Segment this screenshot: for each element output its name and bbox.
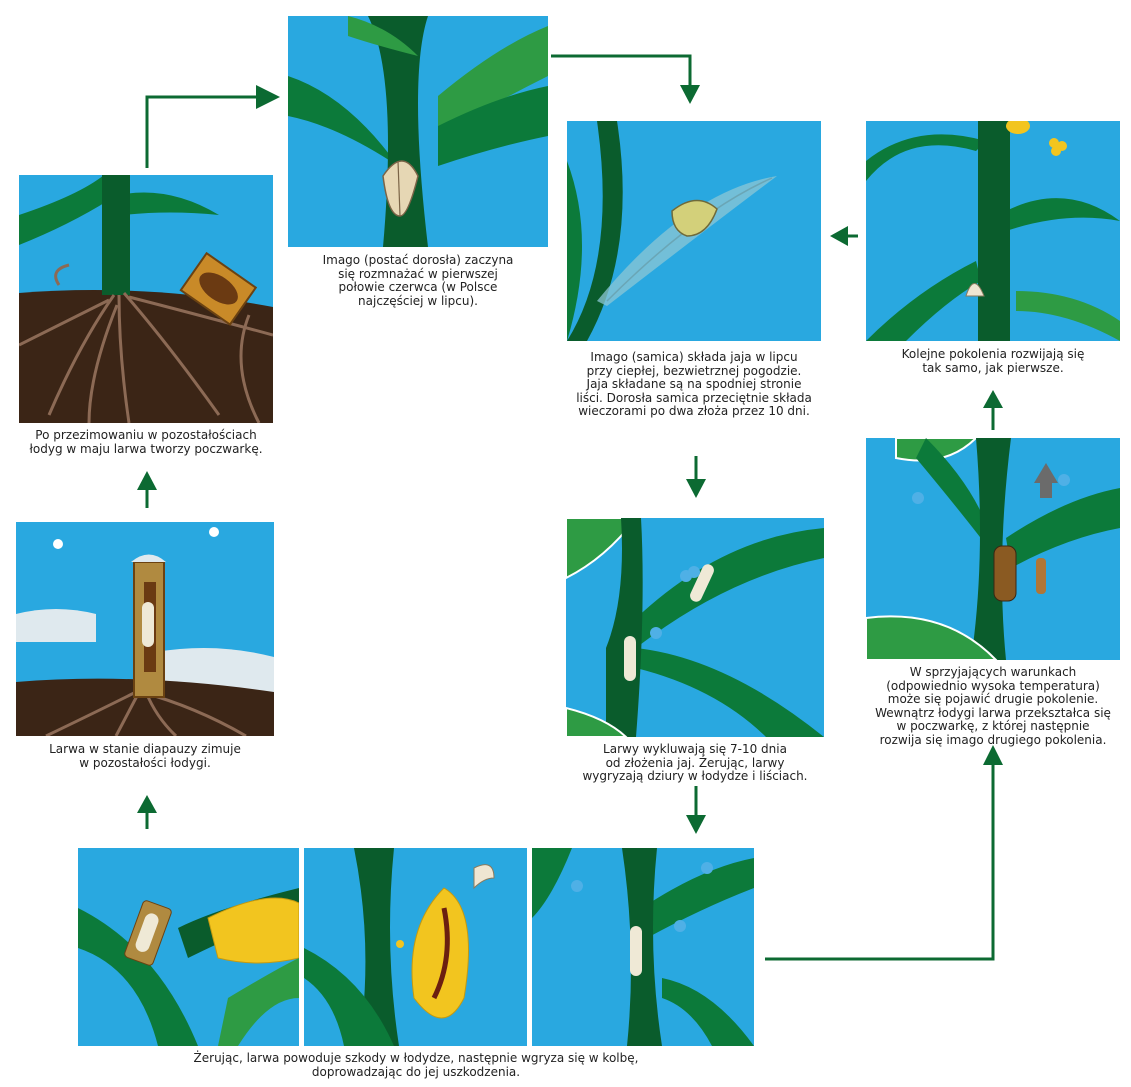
arrow-pupa-to-adult [147,97,264,168]
panel-feeding-cob [304,848,527,1046]
arrow-feeding-to-secondgen [765,758,993,959]
larva-in-stalk-and-cob-illustration [78,848,299,1046]
pupa-in-stubble-illustration [19,175,273,423]
arrow-head [983,390,1003,408]
caption-next-generations: Kolejne pokolenia rozwijają się tak samo… [866,348,1120,375]
arrow-head [680,85,700,104]
panel-second-generation [866,438,1120,660]
caption-hatching: Larwy wykluwają się 7-10 dnia od złożeni… [560,743,830,784]
arrow-head [256,85,280,109]
caption-egg-laying: Imago (samica) składa jaja w lipcu przy … [558,351,830,419]
panel-next-generations [866,121,1120,341]
arrow-head [686,815,706,834]
panel-hatching [566,518,824,737]
larva-in-stubble-winter-illustration [16,522,274,736]
larva-in-cob-illustration [304,848,527,1046]
arrow-head [830,226,848,246]
panel-feeding-hole [532,848,754,1046]
pupa-inside-stalk-illustration [866,438,1120,660]
maize-plant-illustration [866,121,1120,341]
panel-feeding-stalk [78,848,299,1046]
panel-egg-laying [567,121,821,341]
arrow-head [686,479,706,498]
caption-diapause: Larwa w stanie diapauzy zimuje w pozosta… [16,743,274,770]
panel-overwinter-pupa [19,175,273,423]
moth-on-stalk-illustration [288,16,548,247]
caption-adult-reproduction: Imago (postać dorosła) zaczyna się rozmn… [288,254,548,308]
moth-laying-eggs-illustration [567,121,821,341]
arrow-head [137,795,157,813]
arrow-head [137,471,157,490]
caption-second-generation: W sprzyjających warunkach (odpowiednio w… [856,666,1130,747]
panel-diapause [16,522,274,736]
larva-boring-stalk-illustration [532,848,754,1046]
panel-adult-reproduction [288,16,548,247]
caption-overwinter-pupa: Po przezimowaniu w pozostałościach łodyg… [19,429,273,456]
arrow-head [983,745,1003,765]
caption-feeding-damage: Żerując, larwa powoduje szkody w łodydze… [78,1052,754,1079]
larvae-feeding-illustration [566,518,824,737]
arrow-adult-to-egglaying [551,56,690,90]
